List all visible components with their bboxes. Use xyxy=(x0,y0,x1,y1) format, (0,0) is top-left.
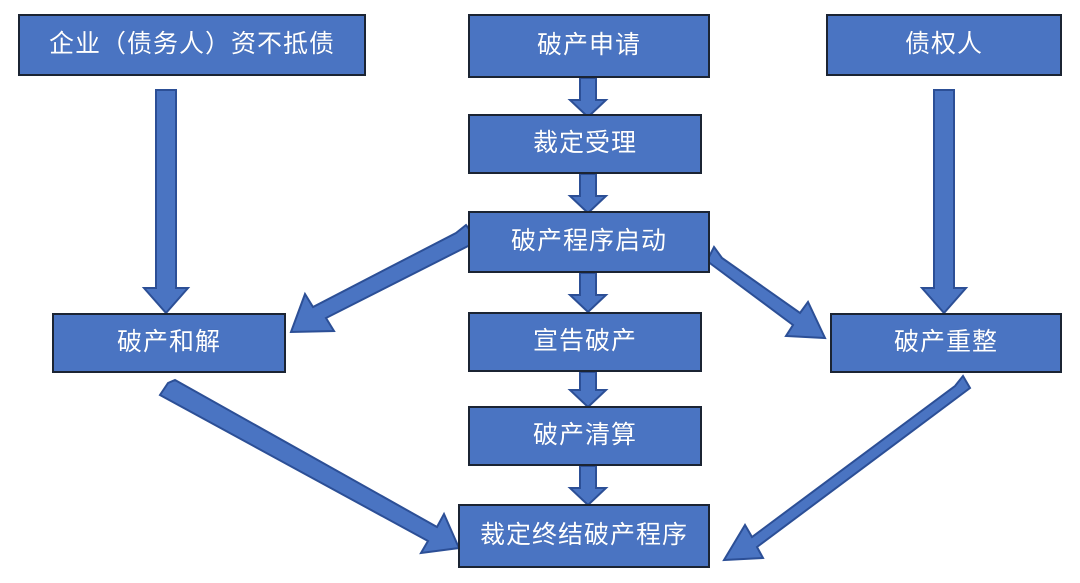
node-reorganization-label: 破产重整 xyxy=(893,328,998,357)
arrow-declaration-to-liquidation xyxy=(567,371,609,409)
node-liquidation[interactable]: 破产清算 xyxy=(468,406,702,466)
arrow-accept-to-procedure xyxy=(567,173,609,215)
arrow-procedure-to-settlement xyxy=(289,223,480,334)
node-bankruptcy-application[interactable]: 破产申请 xyxy=(468,14,710,78)
node-creditor[interactable]: 债权人 xyxy=(826,14,1062,76)
node-creditor-label: 债权人 xyxy=(904,30,983,59)
arrow-application-to-accept xyxy=(567,77,609,119)
node-procedure-start-label: 破产程序启动 xyxy=(510,227,667,256)
node-reorganization[interactable]: 破产重整 xyxy=(830,313,1062,373)
node-insolvency-label: 企业（债务人）资不抵债 xyxy=(48,30,335,59)
arrow-creditor-to-reorganization xyxy=(919,89,969,315)
node-insolvency[interactable]: 企业（债务人）资不抵债 xyxy=(18,14,366,76)
node-settlement-label: 破产和解 xyxy=(116,328,221,357)
arrow-liquidation-to-termination xyxy=(567,465,609,507)
node-liquidation-label: 破产清算 xyxy=(532,421,637,450)
node-settlement[interactable]: 破产和解 xyxy=(52,313,286,373)
node-accept-ruling[interactable]: 裁定受理 xyxy=(468,114,702,174)
arrow-insolvency-to-settlement xyxy=(141,89,191,315)
node-bankruptcy-application-label: 破产申请 xyxy=(536,31,641,60)
arrow-settlement-to-termination xyxy=(158,378,461,555)
arrow-procedure-to-declaration xyxy=(567,272,609,314)
node-procedure-start[interactable]: 破产程序启动 xyxy=(468,211,710,273)
node-declaration[interactable]: 宣告破产 xyxy=(468,312,702,372)
node-termination-label: 裁定终结破产程序 xyxy=(479,521,688,550)
node-termination[interactable]: 裁定终结破产程序 xyxy=(458,504,710,568)
node-declaration-label: 宣告破产 xyxy=(532,327,637,356)
arrow-procedure-to-reorganization xyxy=(705,245,827,340)
arrow-reorganization-to-termination xyxy=(722,374,972,562)
node-accept-ruling-label: 裁定受理 xyxy=(532,129,637,158)
